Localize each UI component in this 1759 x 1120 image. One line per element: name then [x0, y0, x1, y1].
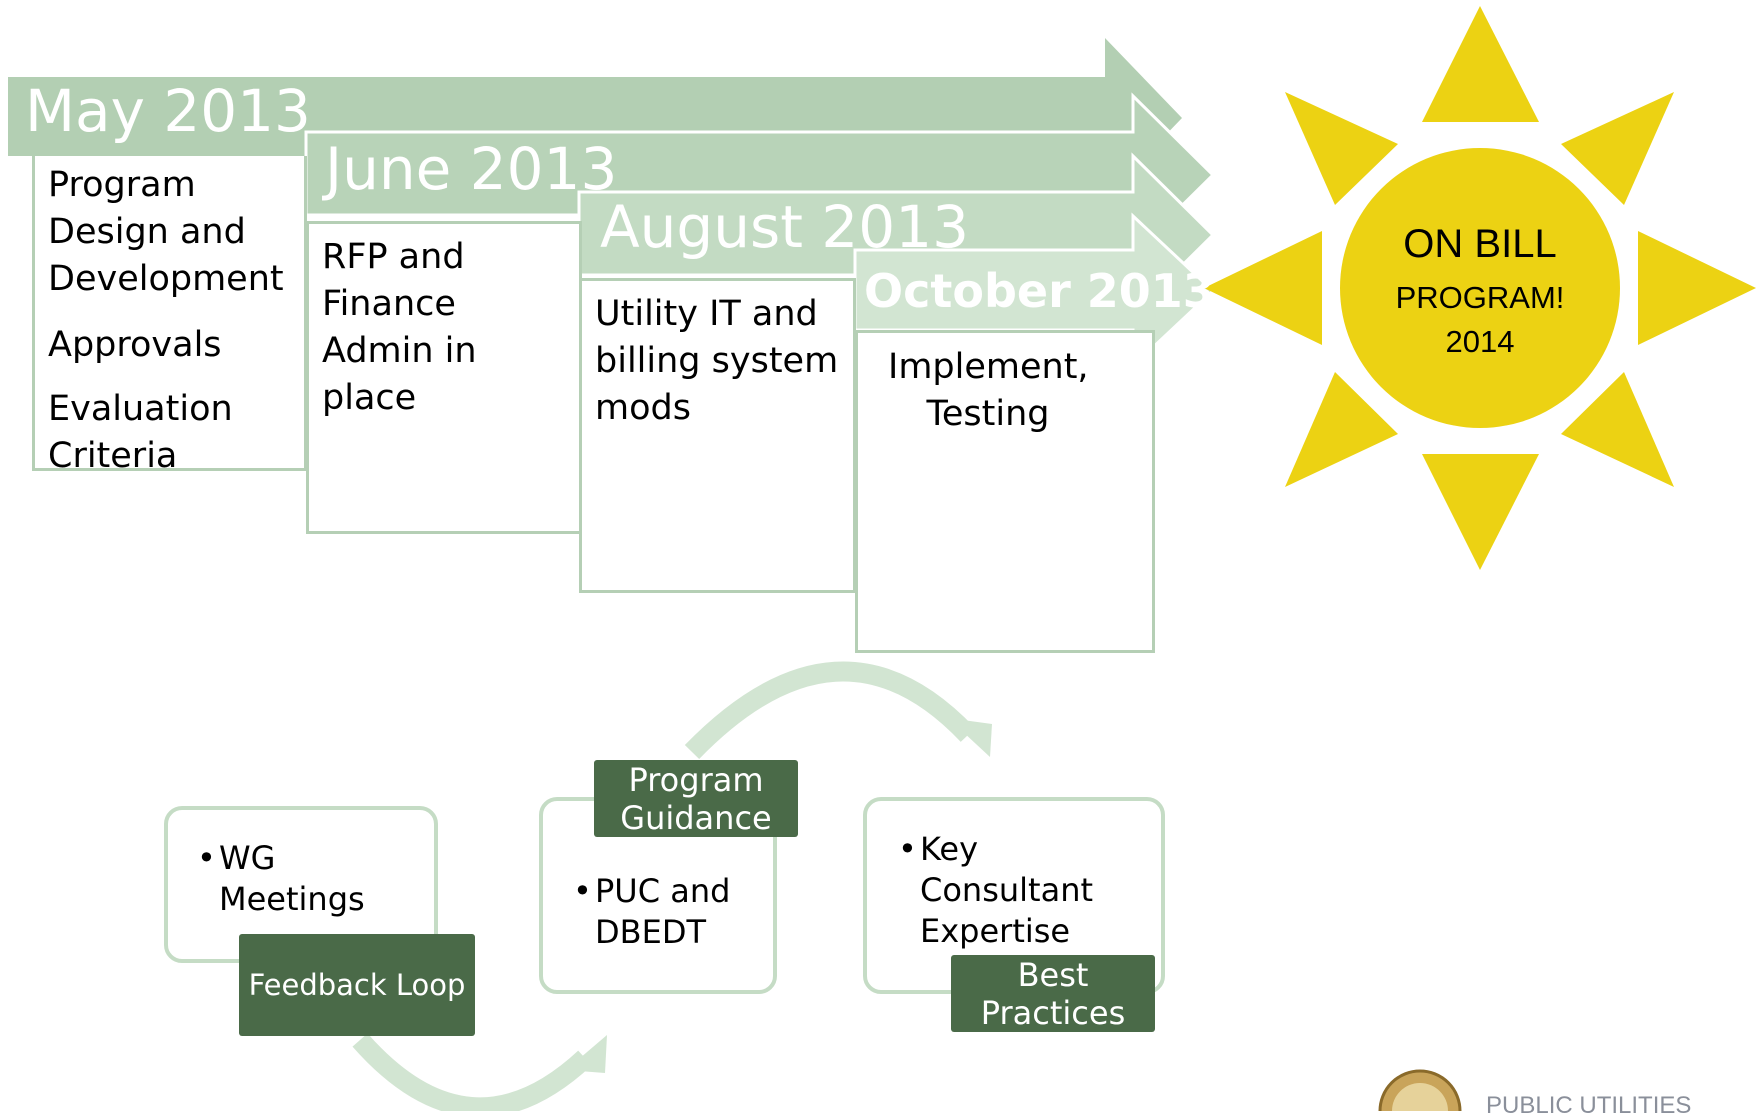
- phase-item-utility: Utility IT and billing system mods: [595, 294, 839, 428]
- phase-box-october: [855, 330, 1155, 653]
- footer-org-name: PUBLIC UTILITIES: [1486, 1092, 1692, 1119]
- phase-item-rfp: RFP and Finance Admin in place: [322, 237, 477, 418]
- cycle-bullet-puc: PUC and DBEDT: [573, 871, 745, 953]
- bottom-arc-arrow: [352, 1033, 592, 1111]
- sun-year: 2014: [1445, 324, 1515, 359]
- phase-month-may: May 2013: [25, 77, 311, 145]
- top-arc-arrow: [684, 661, 976, 759]
- sun-subtitle: PROGRAM!: [1395, 280, 1565, 315]
- top-arc-arrowhead: [948, 718, 992, 757]
- cycle-tag-best-practices: Best Practices: [951, 955, 1155, 1032]
- phase-month-august: August 2013: [600, 193, 970, 261]
- may-arrow: [8, 38, 1182, 198]
- cycle-tag-guidance: Program Guidance: [594, 760, 798, 837]
- bottom-arc-arrowhead: [566, 1035, 607, 1073]
- phase-box-may: [32, 156, 307, 471]
- sun-icon: [1340, 148, 1620, 428]
- phase-month-june: June 2013: [325, 135, 618, 203]
- cycle-bullet-consultant: Key Consultant Expertise: [898, 829, 1110, 952]
- sun-rays-icon: [1204, 6, 1756, 570]
- phase-item-evaluation: Evaluation Criteria: [48, 389, 233, 476]
- state-seal-logo: [1378, 1069, 1462, 1111]
- sun-title: ON BILL: [1403, 222, 1557, 266]
- phase-item-approvals: Approvals: [48, 325, 222, 365]
- phase-box-june: [306, 221, 582, 534]
- cycle-bullet-wg: WG Meetings: [197, 838, 399, 920]
- phase-month-october: October 2013: [864, 264, 1215, 318]
- phase-item-implement: Implement, Testing: [888, 347, 1089, 434]
- phase-item-design: Program Design and Development: [48, 165, 284, 299]
- phase-box-august: [579, 278, 856, 593]
- cycle-tag-feedback: Feedback Loop: [239, 934, 475, 1036]
